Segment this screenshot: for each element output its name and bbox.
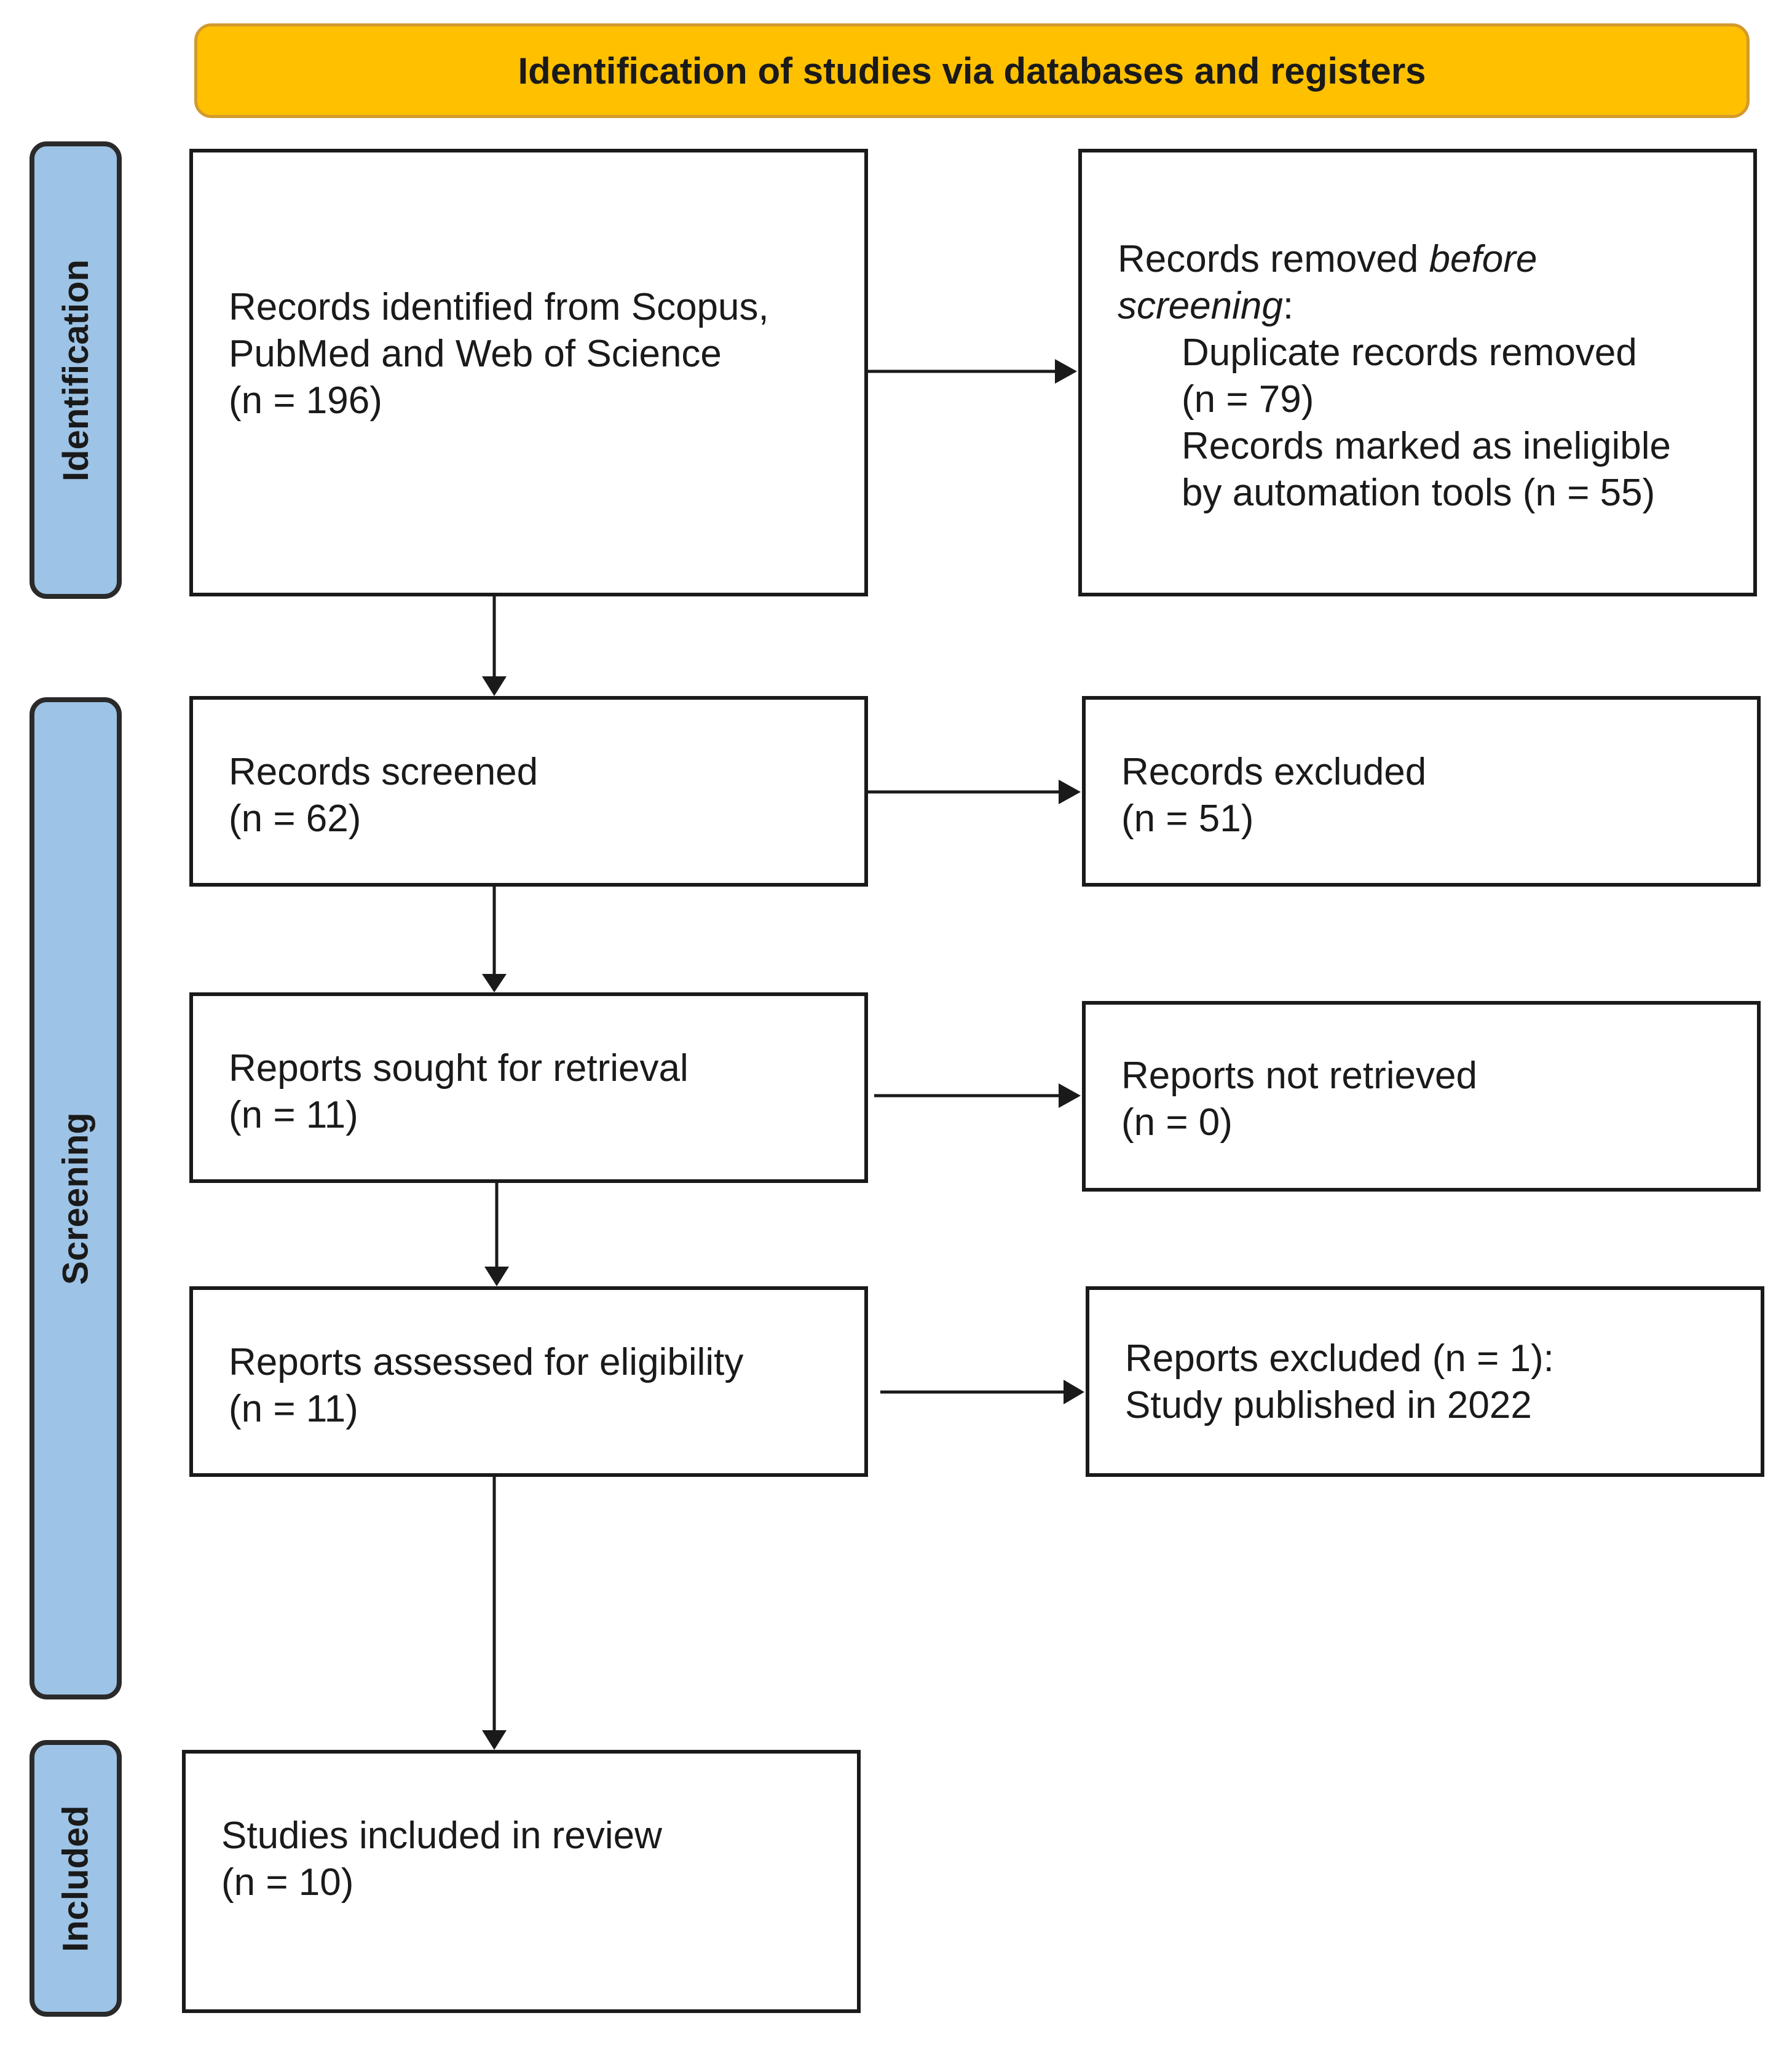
arrowhead-right-4 — [1064, 1380, 1084, 1404]
box-studies-included: Studies included in review (n = 10) — [182, 1750, 861, 2013]
reports-excluded-label: Reports excluded (n = 1): — [1125, 1337, 1554, 1380]
phase-included: Included — [30, 1740, 122, 2017]
arrowhead-right-2 — [1059, 780, 1081, 804]
records-screened-count: (n = 62) — [229, 797, 361, 840]
records-excluded-count: (n = 51) — [1121, 797, 1254, 840]
records-identified-line2: PubMed and Web of Science — [229, 333, 722, 375]
arrowhead-right-3 — [1059, 1083, 1081, 1108]
box-reports-assessed: Reports assessed for eligibility (n = 11… — [189, 1286, 868, 1477]
reports-not-retrieved-label: Reports not retrieved — [1121, 1054, 1477, 1097]
records-excluded-label: Records excluded — [1121, 751, 1427, 793]
records-removed-heading: Records removed before — [1118, 236, 1753, 283]
studies-included-label: Studies included in review — [221, 1814, 662, 1857]
reports-sought-count: (n = 11) — [229, 1094, 358, 1136]
arrowhead-down-2 — [482, 974, 507, 992]
header-title: Identification of studies via databases … — [518, 50, 1426, 92]
arrowhead-down-4 — [482, 1730, 507, 1750]
reports-sought-label: Reports sought for retrieval — [229, 1047, 689, 1090]
box-records-removed: Records removed before screening: Duplic… — [1078, 149, 1757, 596]
records-screened-label: Records screened — [229, 751, 539, 793]
records-removed-heading-2: screening: — [1118, 283, 1753, 330]
box-records-identified: Records identified from Scopus, PubMed a… — [189, 149, 868, 596]
records-identified-line1: Records identified from Scopus, — [229, 286, 769, 328]
reports-not-retrieved-count: (n = 0) — [1121, 1101, 1233, 1144]
arrowhead-down-3 — [484, 1267, 509, 1286]
records-removed-heading-colon: : — [1282, 285, 1294, 327]
records-removed-heading-italic: before — [1429, 238, 1537, 280]
records-removed-heading-text: Records removed — [1118, 238, 1429, 280]
box-reports-excluded: Reports excluded (n = 1): Study publishe… — [1086, 1286, 1764, 1477]
box-reports-sought: Reports sought for retrieval (n = 11) — [189, 992, 868, 1183]
reports-excluded-reason: Study published in 2022 — [1125, 1384, 1532, 1426]
duplicate-records-label: Duplicate records removed — [1182, 331, 1637, 374]
header-banner: Identification of studies via databases … — [194, 23, 1750, 118]
box-reports-not-retrieved: Reports not retrieved (n = 0) — [1082, 1001, 1761, 1192]
records-identified-count: (n = 196) — [229, 379, 382, 422]
reports-assessed-count: (n = 11) — [229, 1388, 358, 1430]
ineligible-records-label: Records marked as ineligible — [1182, 425, 1672, 467]
studies-included-count: (n = 10) — [221, 1861, 354, 1904]
box-records-screened: Records screened (n = 62) — [189, 696, 868, 887]
arrowhead-down-1 — [482, 676, 507, 696]
phase-identification: Identification — [30, 141, 122, 599]
records-removed-heading-italic-2: screening — [1118, 285, 1283, 327]
reports-assessed-label: Reports assessed for eligibility — [229, 1341, 744, 1383]
ineligible-records-count: by automation tools (n = 55) — [1182, 472, 1656, 514]
arrowhead-right-1 — [1055, 359, 1077, 384]
box-records-excluded: Records excluded (n = 51) — [1082, 696, 1761, 887]
phase-screening: Screening — [30, 697, 122, 1699]
duplicate-records-count: (n = 79) — [1182, 378, 1314, 421]
